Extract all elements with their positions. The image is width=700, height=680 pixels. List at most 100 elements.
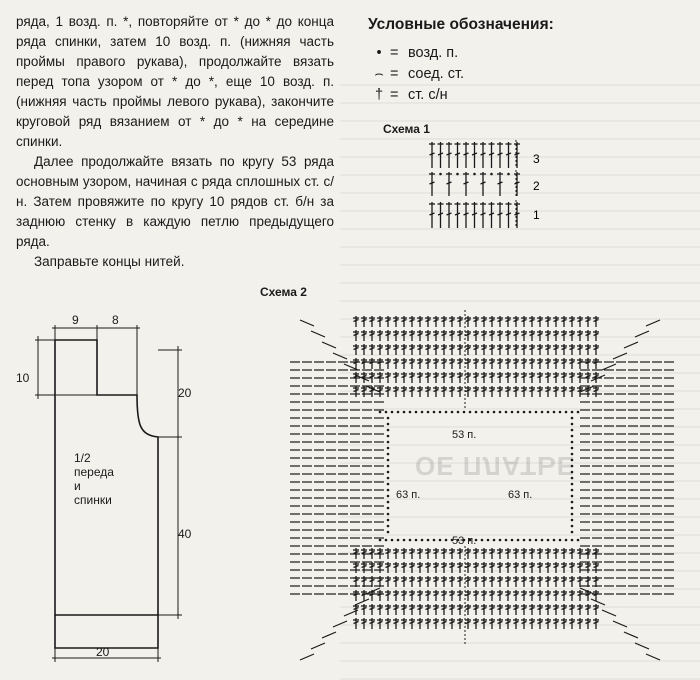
legend: Условные обозначения: • = возд. п. ⌢ = с… [368, 16, 668, 105]
double-crochet-symbol [481, 358, 487, 369]
chain-dot [516, 410, 520, 414]
stitch-bar [529, 360, 535, 365]
stitch-bar [593, 318, 599, 323]
double-crochet-symbol [385, 358, 391, 369]
double-crochet-symbol [393, 316, 399, 327]
pattern-outline [54, 339, 159, 616]
chain-dot [510, 538, 514, 542]
double-crochet-symbol [449, 618, 455, 629]
stitch-bar [417, 374, 423, 379]
stitch-bar [585, 388, 591, 393]
double-crochet-symbol [481, 590, 487, 601]
stitch-bar [521, 606, 527, 611]
stitch-bar [473, 592, 479, 597]
double-crochet-symbol [425, 576, 431, 587]
double-crochet-symbol [561, 604, 567, 615]
double-crochet-symbol [593, 590, 599, 601]
double-crochet-symbol [561, 576, 567, 587]
double-crochet-symbol [561, 372, 567, 383]
double-crochet-symbol [497, 316, 503, 327]
double-crochet-symbol [537, 386, 543, 397]
double-crochet-symbol [537, 604, 543, 615]
double-crochet-symbol [514, 202, 520, 228]
double-crochet-symbol [417, 372, 423, 383]
double-crochet-symbol [454, 142, 461, 168]
stitch-bar [577, 620, 583, 625]
corner-stitch [321, 631, 337, 639]
stitch-bar [481, 578, 487, 583]
stitch-bar [545, 360, 551, 365]
double-crochet-symbol [449, 358, 455, 369]
double-crochet-symbol [489, 358, 495, 369]
double-crochet-symbol [385, 604, 391, 615]
double-crochet-symbol [488, 202, 495, 228]
stitch-bar [457, 388, 463, 393]
double-crochet-symbol [441, 590, 447, 601]
double-crochet-symbol [353, 330, 359, 341]
double-crochet-symbol [569, 344, 575, 355]
stitch-bar [457, 346, 463, 351]
stitch-bar [393, 620, 399, 625]
double-crochet-symbol [545, 562, 551, 573]
double-crochet-symbol [537, 590, 543, 601]
double-crochet-symbol [449, 590, 455, 601]
chain-dot [386, 422, 390, 426]
stitch-bar [417, 318, 423, 323]
double-crochet-symbol [465, 604, 471, 615]
double-crochet-symbol [529, 358, 535, 369]
double-crochet-symbol [488, 142, 495, 168]
stitch-bar [537, 606, 543, 611]
double-crochet-symbol [593, 358, 599, 369]
double-crochet-symbol [417, 330, 423, 341]
double-crochet-symbol [553, 590, 559, 601]
double-crochet-symbol [481, 576, 487, 587]
double-crochet-symbol [465, 316, 471, 327]
stitch-bar [353, 606, 359, 611]
stitch-bar [457, 578, 463, 583]
corner-stitch [634, 330, 650, 338]
double-crochet-symbol [585, 618, 591, 629]
chain-dot [462, 538, 466, 542]
double-crochet-symbol [529, 316, 535, 327]
double-crochet-symbol [545, 330, 551, 341]
chain-dot [386, 428, 390, 432]
stitch-bar [513, 606, 519, 611]
stitch-bar [417, 332, 423, 337]
double-crochet-symbol [449, 330, 455, 341]
double-crochet-symbol [513, 562, 519, 573]
double-crochet-symbol [361, 590, 367, 601]
stitch-bar [361, 318, 367, 323]
double-crochet-symbol [417, 548, 423, 559]
chain-dot [386, 530, 390, 534]
double-crochet-symbol [457, 344, 463, 355]
stitch-bar [441, 332, 447, 337]
chain-dot [570, 452, 574, 456]
double-crochet-symbol [553, 576, 559, 587]
stitch-bar [593, 374, 599, 379]
chain-dot [468, 538, 472, 542]
double-crochet-symbol [425, 618, 431, 629]
stitch-bar [369, 620, 375, 625]
stitch-bar [480, 181, 486, 185]
double-crochet-symbol [369, 618, 375, 629]
chain-dot [386, 434, 390, 438]
stitch-bar [361, 606, 367, 611]
double-crochet-symbol [377, 344, 383, 355]
stitch-bar [441, 360, 447, 365]
stitch-bar [425, 360, 431, 365]
stitch-bar [409, 578, 415, 583]
double-crochet-symbol [537, 562, 543, 573]
stitch-bar [449, 318, 455, 323]
double-crochet-symbol [425, 590, 431, 601]
double-crochet-symbol [569, 590, 575, 601]
corner-stitch [332, 620, 348, 628]
chain-dot [474, 538, 478, 542]
stitch-bar [353, 550, 359, 555]
stitch-bar [433, 346, 439, 351]
stitch-bar [437, 152, 444, 156]
stitch-bar [457, 606, 463, 611]
double-crochet-symbol [521, 562, 527, 573]
double-crochet-symbol [361, 344, 367, 355]
stitch-bar [497, 318, 503, 323]
double-crochet-symbol [417, 576, 423, 587]
